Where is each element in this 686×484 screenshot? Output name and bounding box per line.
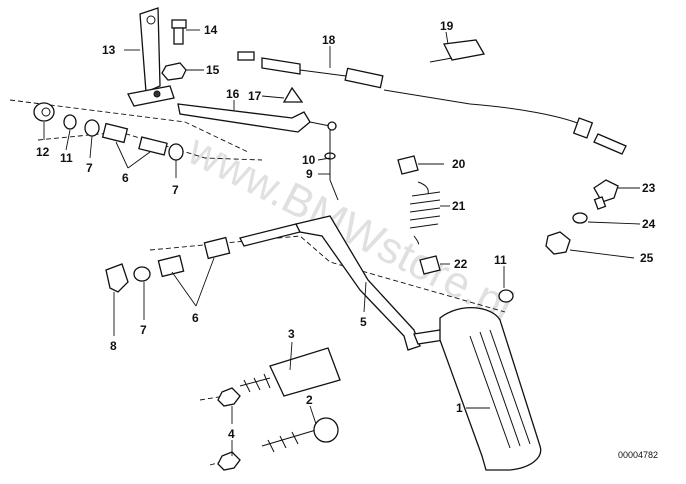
callout-11-right: 11	[494, 253, 507, 267]
callout-13: 13	[102, 43, 116, 57]
part-4-nut	[217, 387, 241, 407]
part-19-bracket	[429, 39, 486, 63]
callout-1: 1	[456, 401, 463, 415]
callout-9: 9	[306, 167, 313, 181]
callout-16: 16	[226, 87, 240, 101]
part-11-circlip	[498, 289, 514, 303]
part-17-clip	[282, 86, 304, 103]
callout-5: 5	[360, 315, 367, 329]
callout-15: 15	[206, 63, 220, 77]
callout-23: 23	[642, 181, 656, 195]
callout-18: 18	[322, 33, 336, 47]
part-20-grommet	[397, 155, 419, 175]
part-7-washer	[133, 266, 151, 282]
part-22-grommet	[419, 255, 441, 275]
part-14-bolt	[171, 19, 187, 45]
callout-10: 10	[302, 153, 316, 167]
assembly-dash-line	[37, 131, 263, 161]
callout-4: 4	[228, 427, 235, 441]
callout-11-left: 11	[60, 151, 73, 165]
part-5-linkage	[239, 215, 445, 351]
part-4-nut	[217, 451, 241, 471]
watermark: www.BMWstore.pl	[180, 125, 521, 331]
part-23-bolt	[593, 179, 619, 210]
callout-7-lower: 7	[140, 323, 147, 337]
callout-24: 24	[642, 217, 656, 231]
part-13-bracket	[127, 7, 175, 107]
part-25-nut	[545, 231, 571, 255]
part-18-cable	[237, 51, 627, 155]
callout-6-upper: 6	[122, 171, 129, 185]
diagram-reference-number: 00004782	[618, 450, 658, 460]
part-7-washer	[168, 143, 184, 161]
part-21-spring	[409, 181, 441, 245]
callout-2: 2	[306, 393, 313, 407]
part-1-pedal	[439, 306, 542, 471]
callout-12: 12	[36, 145, 50, 159]
part-24-washer	[572, 212, 588, 224]
part-12-bushing	[33, 102, 55, 122]
part-16-lever	[177, 103, 337, 133]
callout-17: 17	[248, 89, 262, 103]
callout-7-upper: 7	[86, 161, 93, 175]
part-6-bushing	[101, 122, 168, 156]
leader-lines	[43, 29, 641, 456]
part-2-screw	[261, 417, 339, 453]
callout-8: 8	[110, 339, 117, 353]
callout-14: 14	[204, 23, 218, 37]
callout-7-right: 7	[172, 183, 179, 197]
callout-labels: 13 14 15 16 17 18 19 10 9 12 11 7 6 7 20…	[36, 19, 656, 441]
part-6-bushing	[157, 236, 231, 278]
part-15-nut	[161, 62, 187, 81]
assembly-dash-line	[199, 395, 226, 401]
callout-22: 22	[454, 257, 468, 271]
callout-21: 21	[452, 199, 466, 213]
part-7-washer	[84, 119, 100, 137]
part-11-circlip	[63, 114, 77, 130]
part-3-stop	[239, 347, 341, 397]
part-8-clip	[105, 263, 129, 293]
callout-20: 20	[452, 157, 466, 171]
callout-6-lower: 6	[192, 311, 199, 325]
callout-3: 3	[288, 327, 295, 341]
callout-25: 25	[640, 251, 654, 265]
assembly-dash-line	[9, 99, 249, 153]
part-10-9-pin	[324, 130, 339, 201]
callout-19: 19	[440, 19, 454, 33]
